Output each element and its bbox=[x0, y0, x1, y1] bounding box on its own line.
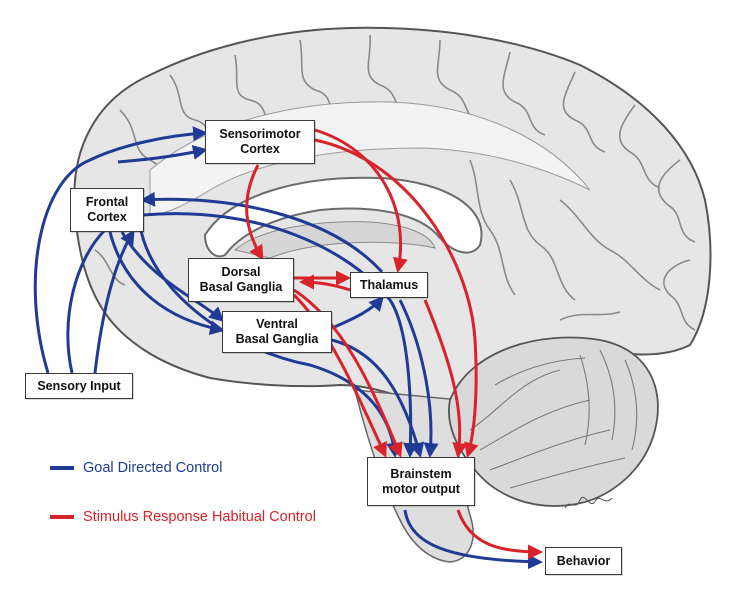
node-sensorimotor-cortex: Sensorimotor Cortex bbox=[205, 120, 315, 164]
cortical-folds bbox=[89, 34, 696, 331]
legend-label-habitual: Stimulus Response Habitual Control bbox=[83, 509, 316, 525]
legend-swatch-blue bbox=[50, 466, 74, 470]
node-behavior: Behavior bbox=[545, 547, 622, 575]
legend-label-goal-directed: Goal Directed Control bbox=[83, 460, 223, 476]
artist-signature bbox=[564, 496, 613, 509]
cerebellum bbox=[448, 336, 659, 507]
node-thalamus: Thalamus bbox=[350, 272, 428, 298]
node-sensory-input: Sensory Input bbox=[25, 373, 133, 399]
node-brainstem-motor-output: Brainstem motor output bbox=[367, 457, 475, 506]
legend-goal-directed: Goal Directed Control bbox=[50, 460, 222, 476]
legend-habitual: Stimulus Response Habitual Control bbox=[50, 509, 316, 525]
cerebellar-folia bbox=[469, 349, 638, 489]
legend-swatch-red bbox=[50, 515, 74, 519]
node-dorsal-basal-ganglia: Dorsal Basal Ganglia bbox=[188, 258, 294, 302]
node-frontal-cortex: Frontal Cortex bbox=[70, 188, 144, 232]
habitual-pathways bbox=[245, 128, 543, 560]
node-ventral-basal-ganglia: Ventral Basal Ganglia bbox=[222, 311, 332, 353]
